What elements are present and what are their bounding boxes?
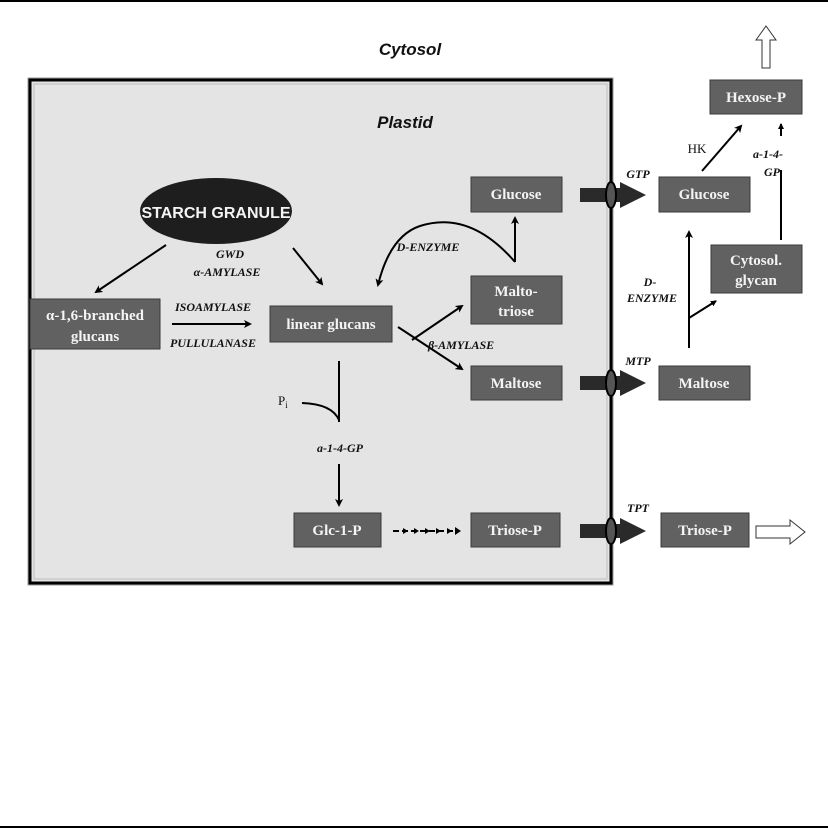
tpt-transporter	[580, 517, 646, 545]
hexosep-node: Hexose-P	[709, 79, 803, 115]
svg-text:Glucose: Glucose	[679, 187, 730, 203]
svg-text:Cytosol.: Cytosol.	[730, 253, 782, 269]
export-right-arrow-icon	[755, 518, 806, 546]
cytosol-label: Cytosol	[379, 40, 443, 59]
top-border	[0, 0, 828, 2]
pi-input-curve	[301, 402, 340, 421]
arrow-glucose-to-hexosep	[701, 124, 743, 172]
branched-glucans-node: α-1,6-branched glucans	[29, 298, 161, 350]
arrow-starch-to-branched	[94, 244, 167, 294]
svg-text:Triose-P: Triose-P	[488, 523, 542, 539]
svg-text:glycan: glycan	[735, 273, 777, 289]
mtp-transporter	[580, 369, 646, 397]
svg-text:Malto-: Malto-	[494, 284, 537, 300]
mtp-label: MTP	[624, 354, 651, 368]
d-enzyme-cytosol-label-1: D-	[643, 275, 657, 289]
svg-text:Maltose: Maltose	[491, 376, 542, 392]
isoamylase-label: ISOAMYLASE	[174, 300, 251, 314]
glucose-cytosol-node: Glucose	[658, 176, 751, 213]
arrow-linear-to-maltose	[397, 326, 464, 371]
a14gp-cytosol-label-1: a-1-4-	[753, 147, 783, 161]
maltose-cytosol-node: Maltose	[658, 365, 751, 401]
svg-text:linear glucans: linear glucans	[286, 317, 375, 333]
svg-text:Triose-P: Triose-P	[678, 523, 732, 539]
hk-label: HK	[688, 141, 707, 156]
dashed-arrow-glc1p-to-triosep	[393, 527, 461, 535]
gtp-label: GTP	[626, 167, 650, 181]
gtp-transporter	[580, 181, 646, 209]
cytosol-glycan-node: Cytosol. glycan	[710, 244, 803, 294]
glc1p-node: Glc-1-P	[293, 512, 382, 548]
svg-text:Hexose-P: Hexose-P	[726, 90, 786, 106]
tpt-label: TPT	[627, 501, 650, 515]
starch-granule-node: STARCH GRANULE	[140, 178, 292, 244]
a14gp-cytosol-label-2: GP	[764, 165, 781, 179]
triosep-cytosol-node: Triose-P	[660, 512, 750, 548]
arrow-starch-to-linear	[292, 247, 324, 286]
maltotriose-node: Malto- triose	[470, 275, 563, 325]
alpha-amylase-label: α-AMYLASE	[194, 265, 261, 279]
bottom-border	[0, 826, 828, 828]
d-enzyme-curve-arrow	[375, 221, 516, 287]
linear-glucans-node: linear glucans	[269, 305, 393, 343]
pi-label: Pi	[278, 393, 288, 410]
d-enzyme-cytosol-label-2: ENZYME	[626, 291, 677, 305]
arrow-linear-to-maltotriose	[411, 304, 464, 341]
maltose-plastid-node: Maltose	[470, 365, 563, 401]
starch-granule-label: STARCH GRANULE	[141, 205, 290, 222]
pullulanase-label: PULLULANASE	[170, 336, 256, 350]
plastid-label: Plastid	[377, 113, 433, 132]
arrow-to-cytosol-glycan	[688, 300, 717, 319]
gwd-label: GWD	[216, 247, 244, 261]
svg-text:glucans: glucans	[71, 329, 120, 345]
svg-text:α-1,6-branched: α-1,6-branched	[46, 308, 145, 324]
svg-text:Maltose: Maltose	[679, 376, 730, 392]
a14gp-plastid-label: a-1-4-GP	[317, 441, 364, 455]
d-enzyme-plastid-label: D-ENZYME	[396, 240, 460, 254]
svg-text:Glc-1-P: Glc-1-P	[312, 523, 361, 539]
svg-text:Glucose: Glucose	[491, 187, 542, 203]
beta-amylase-label: β-AMYLASE	[427, 338, 494, 352]
svg-text:triose: triose	[498, 304, 534, 320]
export-up-arrow-icon	[755, 25, 777, 69]
glucose-plastid-node: Glucose	[470, 176, 563, 213]
triosep-plastid-node: Triose-P	[470, 512, 561, 548]
